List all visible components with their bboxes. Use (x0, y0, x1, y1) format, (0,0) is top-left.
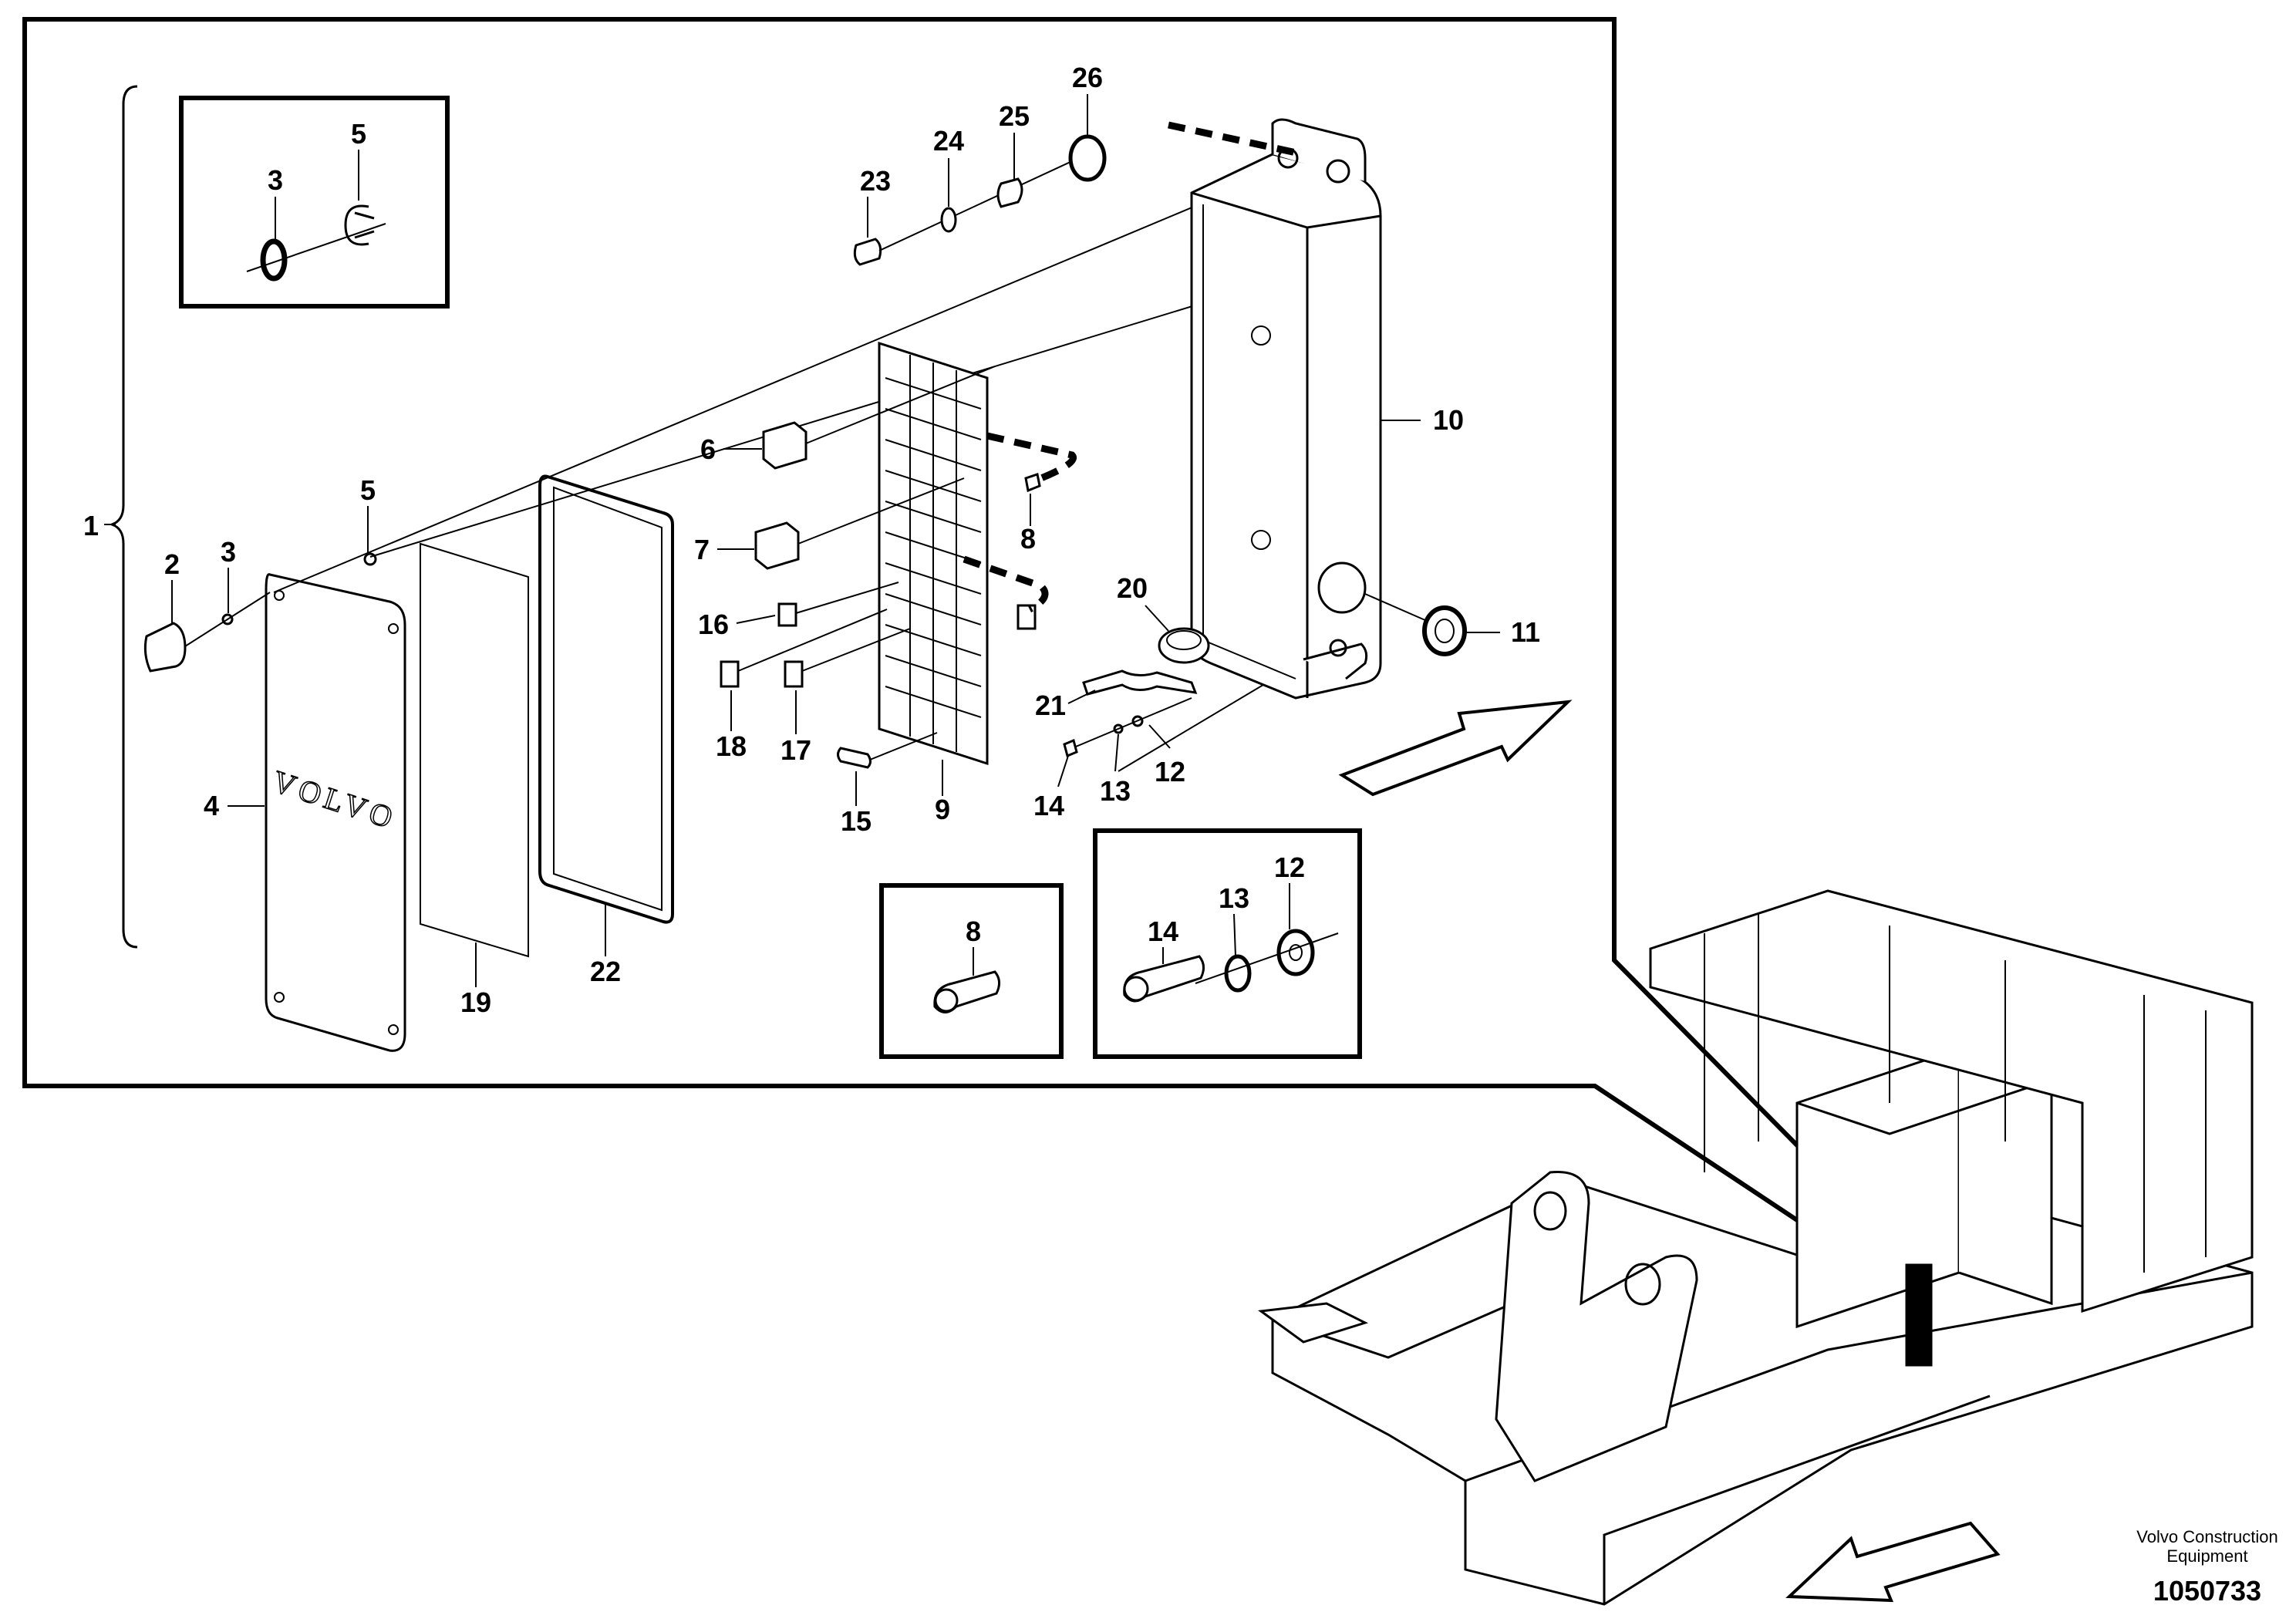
bushing-25-icon (996, 177, 1023, 208)
machine-frame-illustration (1258, 889, 2254, 1606)
fuse-15-icon (837, 747, 872, 769)
direction-arrow-right (1338, 700, 1573, 797)
bolt-23-icon (853, 238, 882, 266)
callout-12: 12 (1155, 756, 1185, 787)
cover-plate (265, 573, 406, 1052)
callout-2: 2 (164, 548, 180, 580)
fuse-16-icon (777, 602, 797, 627)
callout-7: 7 (694, 534, 710, 565)
callout-4: 4 (204, 790, 219, 821)
callout-23: 23 (860, 165, 891, 197)
callout-9: 9 (935, 794, 950, 825)
callout-16: 16 (698, 609, 729, 640)
direction-arrow-down (1785, 1521, 2001, 1603)
grommet-11-icon (1422, 605, 1467, 656)
callout-25: 25 (999, 100, 1030, 132)
publisher-line-1: Volvo Construction (2136, 1527, 2277, 1546)
callout-14-inset: 14 (1148, 916, 1178, 947)
washer-icon (260, 238, 288, 282)
knob-icon (143, 622, 187, 673)
relay-7-icon (754, 521, 800, 570)
callout-20: 20 (1117, 572, 1148, 604)
gasket (538, 474, 674, 924)
callout-13: 13 (1100, 775, 1131, 807)
clamp-21-icon (1082, 669, 1198, 696)
callout-15: 15 (841, 805, 872, 837)
plug-20-icon (1158, 627, 1210, 664)
label-sheet (420, 542, 529, 958)
fuse-17-icon (784, 660, 804, 688)
relay-6-icon (762, 421, 807, 470)
callout-13-inset: 13 (1219, 882, 1249, 914)
callout-19: 19 (460, 986, 491, 1018)
callout-labels: 1 2 3 3 4 5 5 6 7 8 8 9 10 11 12 12 13 1… (83, 62, 1540, 1018)
fuse-18-icon (720, 660, 740, 688)
lock-washer-icon (1224, 954, 1252, 993)
plug-icon (363, 552, 377, 566)
callout-21: 21 (1035, 690, 1066, 721)
callout-3: 3 (221, 536, 236, 568)
callout-24: 24 (933, 125, 964, 157)
callout-5-inset: 5 (351, 118, 366, 150)
inset-box-clip (179, 96, 450, 309)
callout-6: 6 (700, 433, 716, 465)
fuse-16b-icon (1017, 604, 1037, 630)
publisher-line-2: Equipment (2166, 1546, 2247, 1566)
callout-1: 1 (83, 510, 99, 541)
callout-12-inset: 12 (1274, 851, 1305, 883)
callout-14: 14 (1033, 790, 1064, 821)
callout-5: 5 (360, 474, 376, 506)
washer-24-icon (940, 207, 957, 233)
callout-8: 8 (1020, 523, 1036, 555)
flat-washer-icon (1276, 929, 1315, 976)
callout-3-inset: 3 (268, 164, 283, 196)
callout-8-inset: 8 (966, 916, 981, 947)
drawing-number: 1050733 (2153, 1575, 2261, 1607)
callout-22: 22 (590, 956, 621, 987)
housing-box (1190, 153, 1382, 700)
assembly-bracket (108, 85, 138, 949)
callout-17: 17 (781, 734, 811, 766)
clip-icon (344, 204, 375, 246)
inset-box-screw-stack (1093, 828, 1362, 1059)
callout-11: 11 (1511, 616, 1540, 648)
grommet-26-icon (1068, 134, 1107, 182)
screw-8-icon (1024, 473, 1041, 493)
screw-14-icon (1063, 738, 1078, 758)
callout-18: 18 (716, 730, 747, 762)
callout-10: 10 (1433, 404, 1464, 436)
callout-26: 26 (1072, 62, 1103, 93)
inset-box-screw-8 (879, 883, 1064, 1059)
